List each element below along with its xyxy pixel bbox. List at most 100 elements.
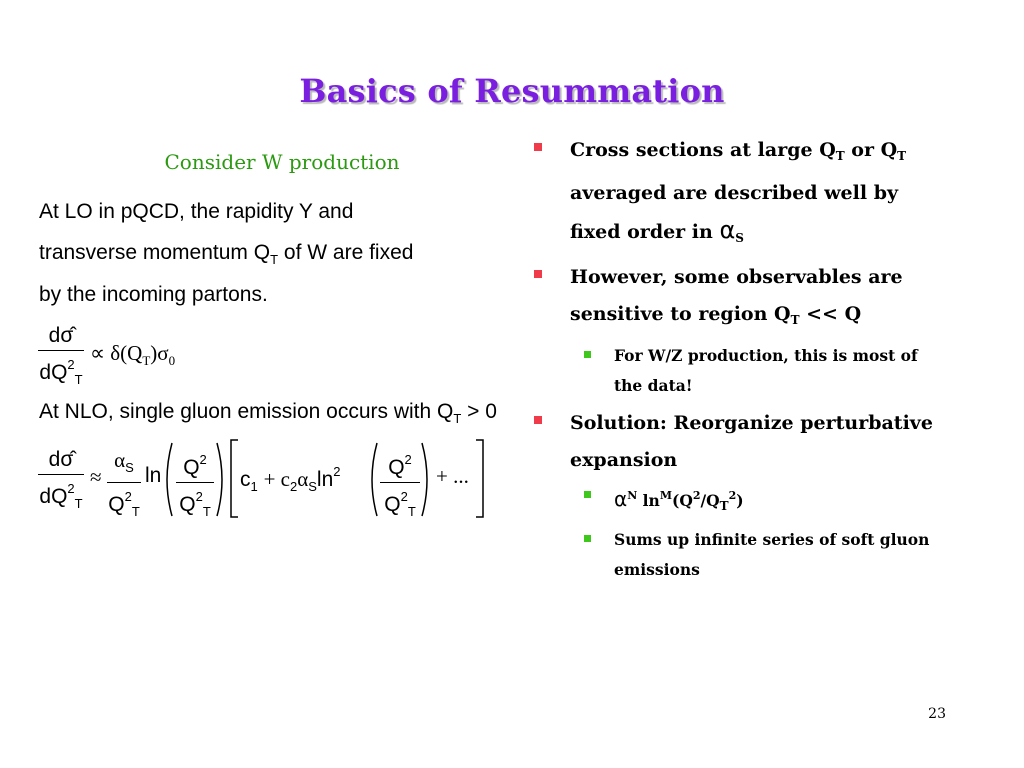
eq2-paren-2-right: [421, 442, 428, 517]
b1-text-b: or Q: [844, 139, 898, 161]
eq2-lhs-den-d: dQ: [39, 485, 68, 508]
sub-bullet-marker: [584, 535, 591, 542]
eq2-q2-den-sub: T: [407, 504, 416, 519]
eq1-den-d: dQ: [39, 361, 68, 384]
sub-bullet-marker: [584, 351, 591, 358]
eq2-q-den-q: Q: [179, 493, 196, 516]
bullet-solution: Solution: Reorganize perturbative expans…: [534, 405, 934, 479]
eq2-lhs-bar: [38, 474, 84, 475]
b1-sub2: T: [897, 149, 907, 163]
nlo-tail: > 0: [467, 400, 497, 423]
eq2-q-den-sup: 2: [195, 489, 203, 504]
eq2-alpha-fraction: αS Q2T: [107, 448, 141, 524]
eq2-lhs-den: dQ2T: [38, 477, 84, 516]
b1-sub1: T: [835, 149, 845, 163]
eq2-lhs-num: dσ̂: [48, 448, 74, 471]
nlo-line: At NLO, single gluon emission occurs wit…: [39, 400, 497, 426]
eq1-rhs-sub2: 0: [168, 353, 176, 368]
eq2-q-num: Q2: [176, 448, 214, 480]
eq2-q2-num-q: Q: [388, 456, 405, 479]
eq1-den-sub: T: [74, 372, 83, 387]
eq2-plus-c2: + c: [263, 467, 290, 491]
eq2-paren-1-right: [216, 442, 223, 517]
left-heading: Consider W production: [164, 150, 400, 174]
eq2-q-num-sup: 2: [199, 452, 207, 467]
eq2-lhs-fraction: dσ̂ dQ2T: [38, 448, 84, 516]
eq2-paren-2-left: [371, 442, 378, 517]
eq2-alpha-bar: [107, 482, 141, 483]
eq2-q2-den-q: Q: [384, 493, 401, 516]
b3-1-sup3: 2: [692, 489, 701, 502]
lo-line-2-b: of W are fixed: [283, 241, 414, 264]
eq2-bracket-right: [476, 439, 484, 518]
b1-text-a: Cross sections at large Q: [570, 139, 836, 161]
lo-line-2-a: transverse momentum: [39, 241, 248, 264]
b3-1-a: (Q: [672, 491, 693, 510]
b2-sub: T: [790, 313, 800, 327]
eq2-q2-den: Q2T: [380, 485, 420, 524]
eq2-lhs-den-sup: 2: [67, 481, 75, 496]
eq2-alpha2: α: [297, 467, 309, 491]
eq2-c1-sub: 1: [250, 479, 258, 494]
b3-1-sup4: 2: [728, 489, 737, 502]
eq1-rhs-a: ∝ δ(Q: [90, 341, 143, 365]
page-number: 23: [928, 706, 946, 722]
eq1-rhs-b: )σ: [150, 341, 169, 365]
sub-bullet-wz: For W/Z production, this is most of the …: [534, 341, 934, 401]
eq2-q-den: Q2T: [176, 485, 214, 524]
eq2-ln2-sup: 2: [333, 464, 341, 479]
eq1-fraction: dσ̂ dQ2T: [38, 324, 84, 392]
eq2-c2-sub: 2: [290, 479, 298, 494]
eq2-approx: ≈: [90, 465, 102, 489]
bullet-marker: [534, 270, 542, 278]
eq2-c1: c: [240, 468, 251, 491]
b3-1-sup1: N: [627, 489, 638, 502]
eq2-q-bar: [176, 482, 214, 483]
sub-bullet-alpha-ln: αN lnM(Q2/QT2): [534, 481, 934, 521]
eq2-ln: ln: [145, 464, 162, 487]
lo-line-1: At LO in pQCD, the rapidity Y and: [39, 200, 354, 223]
eq2-bracket-left: [230, 439, 238, 518]
eq2-q2-num-sup: 2: [404, 452, 412, 467]
b2-text-b: << Q: [799, 303, 862, 325]
eq2-q2-num: Q2: [380, 448, 420, 480]
b1-alpha-sub: S: [735, 231, 744, 245]
eq1-rhs-sub: T: [142, 353, 151, 368]
eq2-q-den-sub: T: [202, 504, 211, 519]
bullet-marker: [534, 143, 542, 151]
eq1-den: dQ2T: [38, 353, 84, 392]
eq1-den-sup: 2: [67, 357, 75, 372]
eq2-ln2: ln: [316, 468, 334, 491]
lo-line-2-t: T: [270, 252, 279, 267]
eq2-paren-1-left: [166, 442, 173, 517]
eq2-tail: + ...: [436, 464, 469, 488]
bullet-marker: [534, 416, 542, 424]
eq2-alpha-sym: α: [114, 448, 126, 472]
lo-line-2: transverse momentum QT of W are fixed: [39, 241, 413, 267]
eq2-q-num-q: Q: [183, 456, 200, 479]
sub-bullet-soft-gluon: Sums up infinite series of soft gluon em…: [534, 525, 934, 585]
eq2-alpha-sub: S: [125, 460, 134, 475]
eq2-series: c1 + c2αSln2: [240, 464, 341, 494]
b3-1-alpha: α: [614, 487, 628, 511]
eq2-q-fraction: Q2 Q2T: [176, 448, 214, 524]
sub-bullet-marker: [584, 491, 591, 498]
b3-text: Solution: Reorganize perturbative expans…: [570, 412, 933, 471]
bullet-list: Cross sections at large QT or QT average…: [534, 132, 934, 589]
b3-2-text: Sums up infinite series of soft gluon em…: [614, 530, 930, 579]
b3-1-sup2: M: [659, 489, 672, 502]
b1-text-c: averaged are described well by fixed ord…: [570, 182, 899, 243]
eq2-q2-fraction: Q2 Q2T: [380, 448, 420, 524]
eq2-q2-bar: [380, 482, 420, 483]
b3-1-c: ): [736, 491, 744, 510]
slide-title: Basics of Resummation: [299, 72, 725, 110]
b3-1-sub: T: [719, 499, 729, 513]
eq2-alpha-den-sub: T: [131, 504, 140, 519]
nlo-sub: T: [453, 411, 462, 426]
eq2-alpha-num: αS: [107, 448, 141, 480]
lo-line-3: by the incoming partons.: [39, 283, 268, 306]
bullet-cross-sections: Cross sections at large QT or QT average…: [534, 132, 934, 257]
eq2-alpha-den-q: Q: [108, 493, 125, 516]
